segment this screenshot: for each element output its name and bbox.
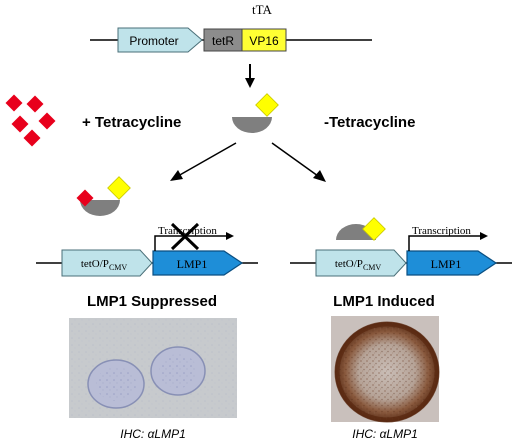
lmp1-gene-right xyxy=(406,250,498,276)
lmp1-gene-left xyxy=(152,250,244,276)
vp16-domain xyxy=(107,176,131,200)
tta-protein-center xyxy=(232,93,279,133)
lmp1-label-right: LMP1 xyxy=(431,257,462,271)
construct-title: tTA xyxy=(252,2,273,17)
micrograph-induced xyxy=(331,316,440,423)
promoter-label: Promoter xyxy=(129,34,178,48)
tetr-domain xyxy=(232,117,272,133)
vp16-label: VP16 xyxy=(249,34,279,48)
stained-cell-rim xyxy=(334,321,440,423)
tta-protein-left xyxy=(76,176,131,216)
arrow-left-shaft xyxy=(177,142,237,177)
transcription-label-left: Transcription xyxy=(158,225,217,237)
operator-arrow-right xyxy=(315,249,407,277)
tetracycline-molecule xyxy=(23,129,41,147)
result-induced: LMP1 Induced xyxy=(333,293,435,310)
caption-induced: IHC: αLMP1 xyxy=(352,427,418,441)
operator-label-left: tetO/PCMV xyxy=(81,258,128,272)
tetr-label: tetR xyxy=(212,34,234,48)
plus-tetracycline-label: + Tetracycline xyxy=(82,114,181,131)
arrow-left-head xyxy=(170,170,183,181)
tetracycline-molecule xyxy=(11,115,29,133)
cell-left-nucleus xyxy=(96,367,136,401)
tetracycline-cluster xyxy=(5,94,56,147)
promoter-arrow xyxy=(117,27,203,53)
tetr-domain xyxy=(80,200,120,216)
arrow-right-shaft xyxy=(271,142,319,177)
block-cross-2 xyxy=(170,222,200,251)
tta-protein-right xyxy=(336,217,386,241)
transcription-arrow-right xyxy=(408,235,480,251)
stained-cell-texture xyxy=(335,322,439,422)
down-arrow-head xyxy=(245,78,255,88)
operator-arrow-left xyxy=(61,249,153,277)
micrograph-suppressed xyxy=(69,318,237,418)
lmp1-label-left: LMP1 xyxy=(177,257,208,271)
transcription-arrowhead-right xyxy=(480,232,488,240)
tetracycline-molecule xyxy=(26,95,44,113)
minus-tetracycline-label: -Tetracycline xyxy=(324,114,415,131)
transcription-arrow-left xyxy=(154,235,226,251)
transcription-arrowhead-left xyxy=(226,232,234,240)
tetracycline-molecule xyxy=(5,94,23,112)
arrow-right-head xyxy=(313,170,326,182)
transcription-label-right: Transcription xyxy=(412,225,471,237)
caption-suppressed: IHC: αLMP1 xyxy=(120,427,186,441)
vp16-domain xyxy=(255,93,279,117)
operator-label-right: tetO/PCMV xyxy=(335,258,382,272)
result-suppressed: LMP1 Suppressed xyxy=(87,293,217,310)
vp16-block xyxy=(241,28,287,52)
vp16-domain xyxy=(362,217,386,241)
tetracycline-molecule xyxy=(38,112,56,130)
cell-right-nucleus xyxy=(159,354,197,388)
